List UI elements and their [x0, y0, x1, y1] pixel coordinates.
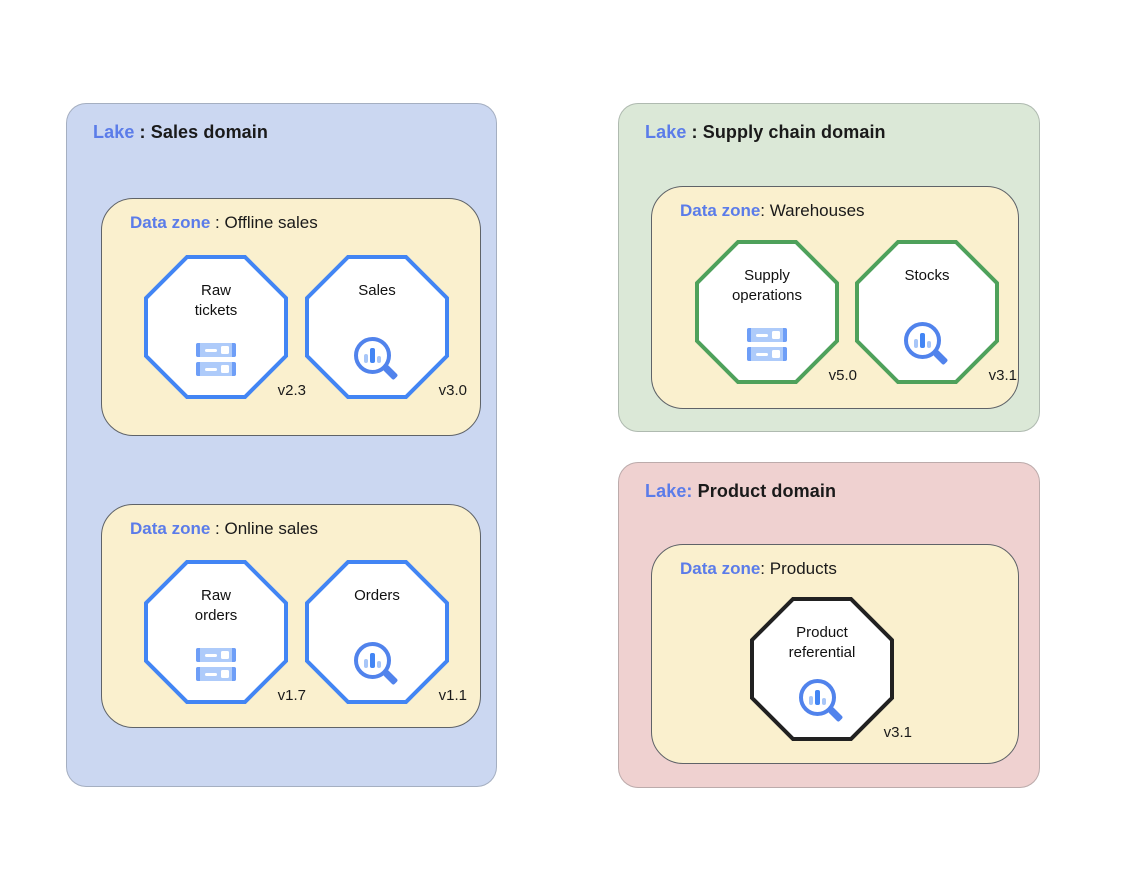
data-zone-keyword: Data zone [680, 201, 761, 220]
asset-stocks: Stocks v3.1 [855, 240, 1017, 384]
lake-keyword: Lake: [645, 481, 693, 501]
zone-title: Data zone: Warehouses [680, 201, 865, 221]
version-label: v1.1 [438, 687, 467, 704]
lake-name: Product domain [692, 481, 837, 501]
search-chart-icon [799, 679, 845, 725]
asset-label: Raw tickets [194, 282, 238, 320]
search-chart-icon [354, 642, 400, 688]
version-label: v3.0 [438, 382, 467, 399]
data-zone-keyword: Data zone [680, 559, 761, 578]
lake-product-domain: Lake: Product domain Data zone: Products… [618, 462, 1040, 788]
version-label: v1.7 [277, 687, 306, 704]
lake-name: : Supply chain domain [686, 122, 886, 142]
zone-name: : Online sales [210, 519, 319, 538]
asset-label: Orders [354, 587, 400, 604]
asset-supply-operations: Supply operations v5.0 [695, 240, 857, 384]
asset-label: Raw orders [194, 587, 238, 625]
zone-title: Data zone : Offline sales [130, 213, 318, 233]
lake-title: Lake : Supply chain domain [645, 122, 886, 143]
zone-online-sales: Data zone : Online sales Raw orders v1.7… [101, 504, 481, 728]
lake-title: Lake : Sales domain [93, 122, 268, 143]
zone-title: Data zone : Online sales [130, 519, 318, 539]
lake-name: : Sales domain [134, 122, 268, 142]
datasets-icon [196, 648, 236, 681]
asset-sales: Sales v3.0 [305, 255, 467, 399]
asset-label: Supply operations [731, 267, 803, 305]
asset-label: Sales [358, 282, 396, 299]
search-chart-icon [904, 322, 950, 368]
version-label: v2.3 [277, 382, 306, 399]
search-chart-icon [354, 337, 400, 383]
datasets-icon [747, 328, 787, 361]
asset-label: Stocks [904, 267, 950, 284]
lake-keyword: Lake [645, 122, 687, 142]
lake-title: Lake: Product domain [645, 481, 836, 502]
lake-keyword: Lake [93, 122, 135, 142]
zone-name: : Warehouses [760, 201, 865, 220]
asset-orders: Orders v1.1 [305, 560, 467, 704]
data-zone-keyword: Data zone [130, 519, 211, 538]
asset-label: Product referential [788, 624, 856, 662]
lake-supply-chain-domain: Lake : Supply chain domain Data zone: Wa… [618, 103, 1040, 432]
zone-title: Data zone: Products [680, 559, 837, 579]
zone-name: : Offline sales [210, 213, 318, 232]
zone-products: Data zone: Products Product referential … [651, 544, 1019, 764]
asset-raw-tickets: Raw tickets v2.3 [144, 255, 306, 399]
data-zone-keyword: Data zone [130, 213, 211, 232]
version-label: v5.0 [828, 367, 857, 384]
asset-product-referential: Product referential v3.1 [750, 597, 912, 741]
zone-name: : Products [760, 559, 837, 578]
asset-raw-orders: Raw orders v1.7 [144, 560, 306, 704]
zone-warehouses: Data zone: Warehouses Supply operations … [651, 186, 1019, 409]
version-label: v3.1 [988, 367, 1017, 384]
lake-sales-domain: Lake : Sales domain Data zone : Offline … [66, 103, 497, 787]
datasets-icon [196, 343, 236, 376]
version-label: v3.1 [883, 724, 912, 741]
zone-offline-sales: Data zone : Offline sales Raw tickets v2… [101, 198, 481, 436]
